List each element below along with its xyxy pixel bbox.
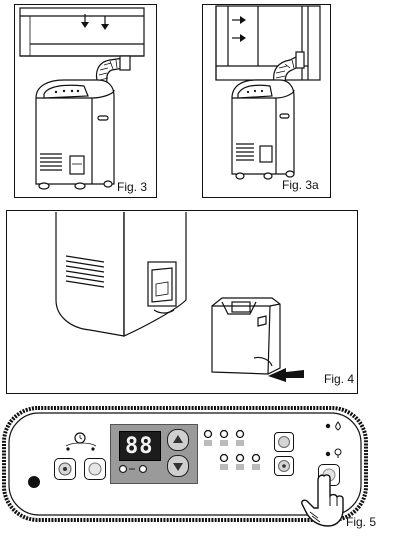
digital-display: 88 (119, 431, 161, 461)
side-grille (65, 255, 105, 288)
up-button[interactable] (167, 429, 189, 451)
display-value: 88 (125, 434, 154, 459)
arrow-right-icon (232, 16, 246, 24)
swing-button[interactable] (274, 432, 294, 452)
panel-dots (54, 89, 80, 94)
fan-icon (278, 460, 290, 472)
fan-icon (58, 462, 72, 476)
figure-3: Fig. 3 (14, 4, 157, 198)
front-grille (236, 143, 254, 161)
mode-indicator-cluster (203, 429, 261, 470)
status-indicators (325, 421, 342, 458)
display-module: 88 (110, 424, 198, 484)
top-indicators (203, 429, 245, 446)
bottom-indicators (219, 453, 261, 470)
arrow-left-icon (268, 368, 304, 382)
arrow-down-icon (101, 16, 109, 30)
figure-3a: Fig. 3a (202, 4, 331, 198)
bulb-icon (334, 448, 342, 458)
fan-button[interactable] (274, 456, 294, 476)
arrow-right-icon (232, 34, 246, 42)
swing-icon (278, 436, 290, 448)
mode-button[interactable] (84, 458, 106, 480)
up-button-icon (173, 435, 183, 443)
water-tank (211, 297, 281, 375)
mode-icon (88, 462, 102, 476)
fig3-caption: Fig. 3 (117, 180, 148, 194)
drop-icon (335, 421, 341, 431)
display-indicators (118, 464, 148, 474)
fig3-illustration (19, 7, 145, 190)
clock-icon (65, 432, 97, 451)
indicator-light (28, 476, 40, 488)
fig5-caption: Fig. 5 (346, 515, 377, 529)
figure-4: Fig. 4 (6, 210, 358, 394)
fig4-caption: Fig. 4 (324, 372, 355, 386)
arrow-down-icon (81, 14, 89, 28)
fig3a-caption: Fig. 3a (282, 178, 319, 192)
figure-5: 88 (0, 404, 409, 542)
down-button-icon (173, 463, 183, 471)
front-grille (40, 153, 62, 171)
down-button[interactable] (167, 455, 189, 477)
panel-dots (246, 89, 264, 94)
fig3a-illustration (215, 5, 321, 180)
hand-pointer-icon (301, 474, 344, 527)
fan-speed-button[interactable] (54, 458, 76, 480)
fig4-illustration (55, 212, 304, 382)
